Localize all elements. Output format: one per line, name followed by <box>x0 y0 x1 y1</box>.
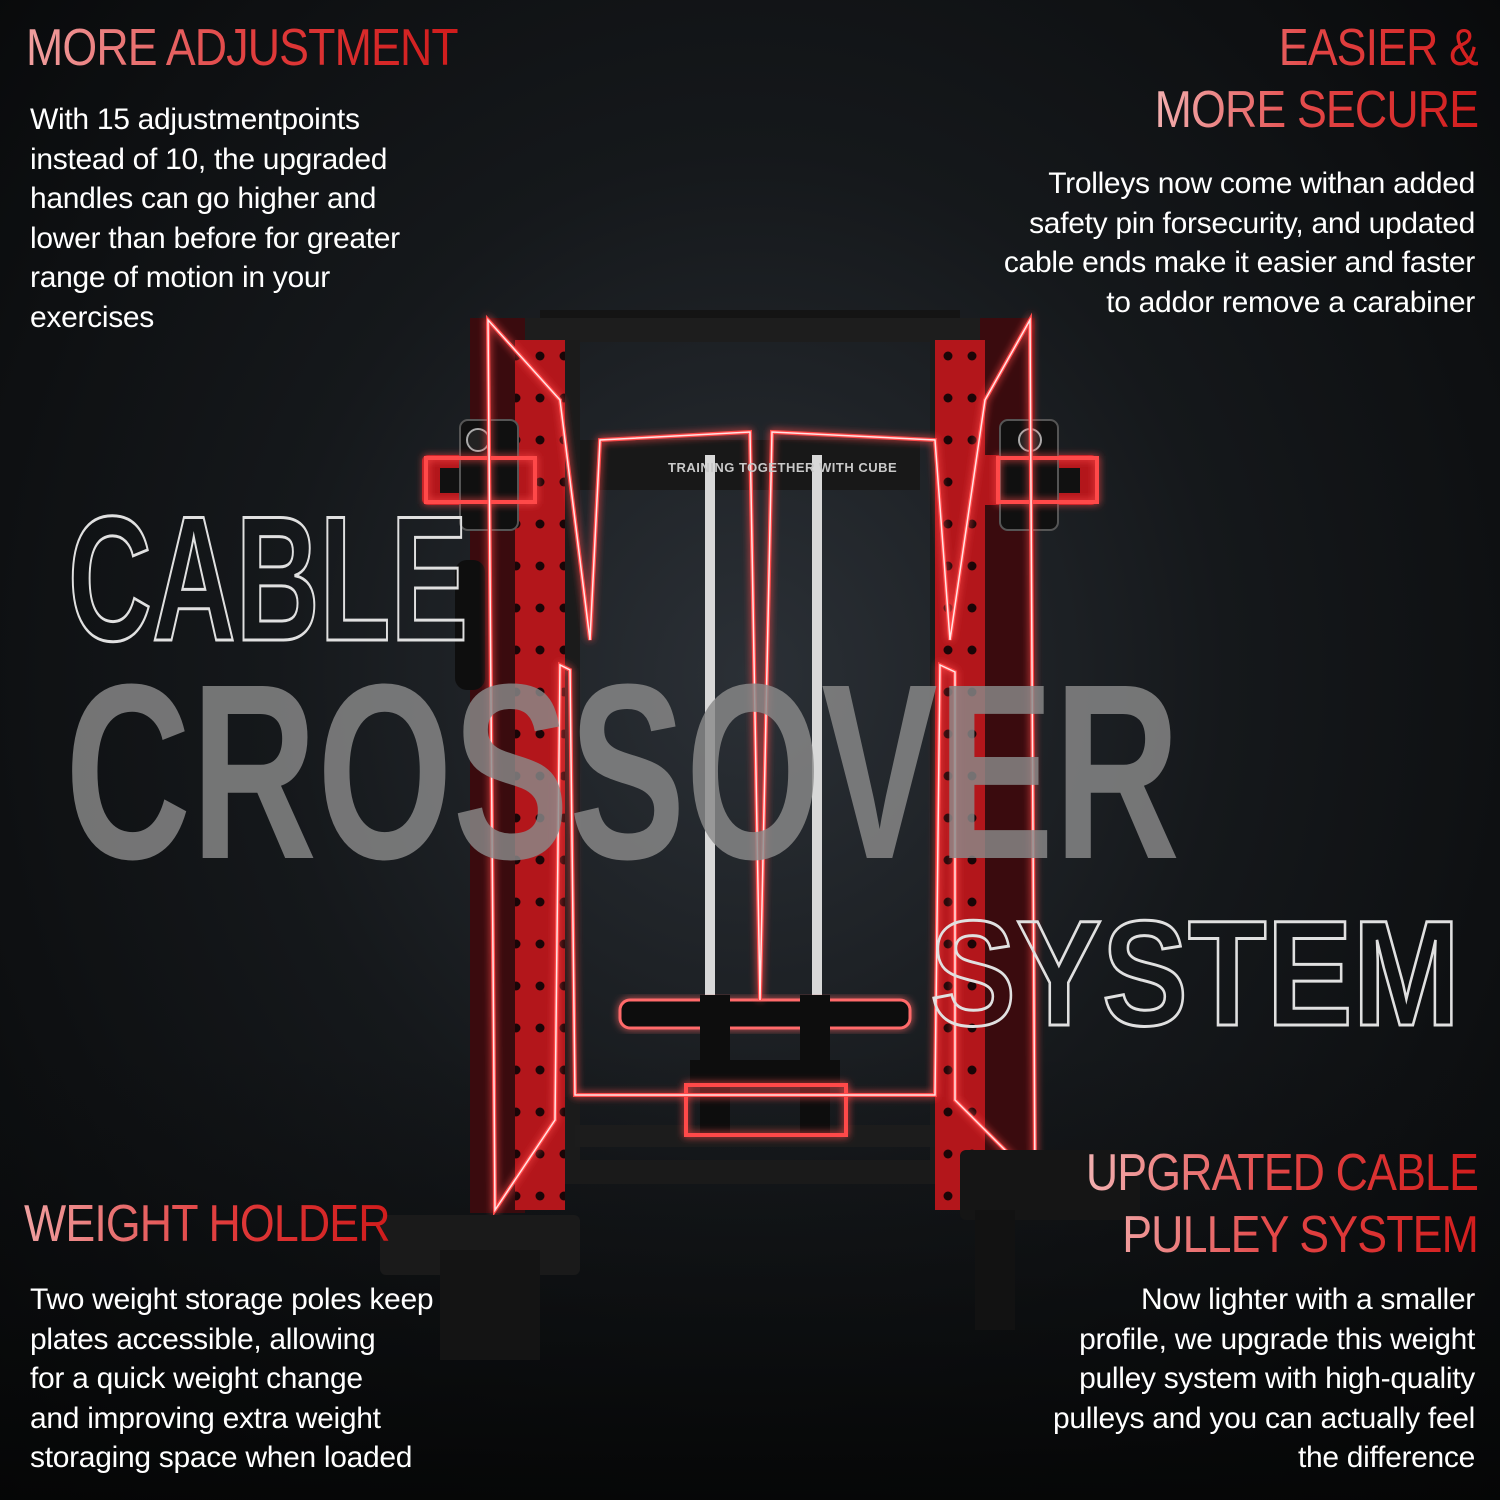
feature-text-adjustment: With 15 adjustmentpoints instead of 10, … <box>30 100 400 337</box>
hero-word-crossover: CROSSOVER <box>65 632 1180 911</box>
text-line: Now lighter with a smaller <box>1141 1283 1475 1316</box>
feature-text-pulley: Now lighter with a smaller profile, we u… <box>1053 1280 1475 1478</box>
text-line: With 15 adjustmentpoints <box>30 103 360 136</box>
text-line: plates accessible, allowing <box>30 1322 376 1356</box>
glow-inner-lines <box>487 317 1036 1213</box>
text-line: storaging space when loaded <box>30 1441 413 1474</box>
text-line: safety pin forsecurity, and updated <box>1029 206 1475 240</box>
text-line: handles can go higher and <box>30 182 377 215</box>
text-line: to addor remove a carabiner <box>1106 285 1475 319</box>
text-line: exercises <box>30 300 155 334</box>
feature-title-adjustment: MORE ADJUSTMENT <box>26 17 458 79</box>
text-line: instead of 10, the upgraded <box>30 142 388 176</box>
title-line: UPGRATED CABLE <box>1085 1144 1478 1202</box>
guide-rods <box>618 455 912 1135</box>
text-line: pulley system with high-quality <box>1079 1362 1475 1395</box>
hero-word-cable: CABLE <box>68 479 468 678</box>
title-line: WEIGHT HOLDER <box>24 1195 390 1253</box>
text-line: Two weight storage poles keep <box>30 1283 434 1316</box>
text-line: Trolleys now come withan added <box>1048 167 1475 200</box>
text-line: range of motion in your <box>30 261 330 294</box>
hero-word-system: SYSTEM <box>930 889 1460 1057</box>
base-plates <box>380 1150 1140 1360</box>
title-line: EASIER & <box>1278 19 1478 77</box>
text-line: profile, we upgrade this weight <box>1079 1322 1475 1356</box>
text-line: and improving extra weight <box>30 1401 381 1435</box>
title-line: MORE ADJUSTMENT <box>26 19 458 77</box>
rack-sign-text: TRAINING TOGETHER WITH CUBE <box>668 460 897 475</box>
feature-title-pulley: UPGRATED CABLE PULLEY SYSTEM <box>1086 1142 1478 1266</box>
text-line: pulleys and you can actually feel <box>1052 1401 1475 1435</box>
title-line: MORE SECURE <box>1154 81 1478 139</box>
feature-title-secure: EASIER & MORE SECURE <box>1155 17 1478 141</box>
feature-text-weight-holder: Two weight storage poles keep plates acc… <box>30 1280 434 1478</box>
feature-text-secure: Trolleys now come withan added safety pi… <box>1004 164 1475 322</box>
feature-title-weight-holder: WEIGHT HOLDER <box>24 1193 390 1255</box>
text-line: cable ends make it easier and faster <box>1003 246 1475 279</box>
text-line: lower than before for greater <box>30 221 400 255</box>
text-line: the difference <box>1297 1441 1475 1474</box>
title-line: PULLEY SYSTEM <box>1122 1206 1478 1264</box>
text-line: for a quick weight change <box>30 1362 363 1395</box>
